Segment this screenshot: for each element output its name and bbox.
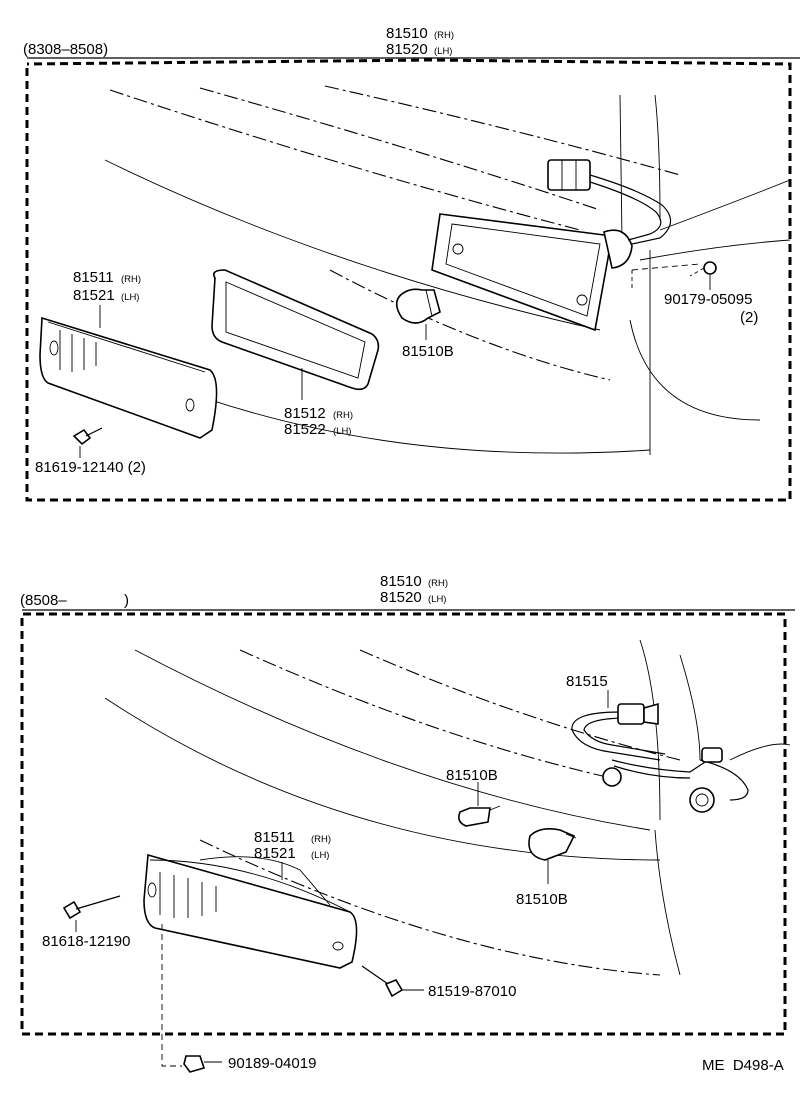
assembly-lh-number: 81520 xyxy=(386,41,428,58)
lens-lh-tag: (LH) xyxy=(311,850,329,861)
screw-part xyxy=(62,895,121,932)
assembly-lh-tag: (LH) xyxy=(428,594,446,605)
lens-rh-number: 81511 xyxy=(73,269,114,286)
gasket-part xyxy=(211,269,380,400)
socket-harness xyxy=(571,690,749,813)
lens-rh-number: 81511 xyxy=(254,829,295,846)
lens-lh-number: 81521 xyxy=(73,287,115,304)
clip-part xyxy=(161,924,222,1073)
lens-lh-tag: (LH) xyxy=(121,292,139,303)
assembly-rh-number: 81510 xyxy=(386,25,428,42)
section-early: (8308–8508) 81510 (RH) 81520 (LH) xyxy=(23,25,800,502)
screw-part xyxy=(72,427,103,458)
large-bulb-number: 81510B xyxy=(516,891,568,908)
bolt-number: 81519-87010 xyxy=(428,983,516,1000)
lens-part xyxy=(39,305,218,439)
section-late: (8508– ) 81510 (RH) 81520 (LH) xyxy=(20,573,795,1073)
bulb-number: 81510B xyxy=(402,343,454,360)
wire-harness xyxy=(547,159,672,245)
assembly-rh-number: 81510 xyxy=(380,573,422,590)
assembly-lh-tag: (LH) xyxy=(434,46,452,57)
nut-part xyxy=(631,261,717,290)
gasket-lh-number: 81522 xyxy=(284,421,326,438)
socket-number: 81515 xyxy=(566,673,608,690)
section-frame xyxy=(25,58,792,502)
assembly-rh-tag: (RH) xyxy=(434,30,454,41)
screw-number: 81618-12190 xyxy=(42,933,130,950)
gasket-lh-tag: (LH) xyxy=(333,426,351,437)
bolt-part xyxy=(361,965,424,998)
bulb-part xyxy=(395,288,441,340)
period-label: (8308–8508) xyxy=(23,41,108,58)
bumper-outline xyxy=(104,85,791,455)
lens-rh-tag: (RH) xyxy=(121,274,141,285)
bumper-outline xyxy=(104,639,791,976)
nut-quantity: (2) xyxy=(740,309,758,326)
gasket-rh-tag: (RH) xyxy=(333,410,353,421)
screw-number: 81619-12140 (2) xyxy=(35,459,146,476)
small-bulb-number: 81510B xyxy=(446,767,498,784)
small-bulb-part xyxy=(458,782,501,827)
nut-number: 90179-05095 xyxy=(664,291,752,308)
drawing-code: ME D498-A xyxy=(702,1057,784,1074)
period-label: (8508– xyxy=(20,592,67,609)
gasket-rh-number: 81512 xyxy=(284,405,326,422)
period-close: ) xyxy=(124,592,129,609)
assembly-rh-tag: (RH) xyxy=(428,578,448,589)
lens-part xyxy=(143,853,358,969)
lamp-housing xyxy=(431,213,633,332)
clip-number: 90189-04019 xyxy=(228,1055,316,1072)
lens-lh-number: 81521 xyxy=(254,845,296,862)
large-bulb-part xyxy=(528,828,577,884)
section-frame xyxy=(20,612,787,1036)
lens-rh-tag: (RH) xyxy=(311,834,331,845)
assembly-lh-number: 81520 xyxy=(380,589,422,606)
